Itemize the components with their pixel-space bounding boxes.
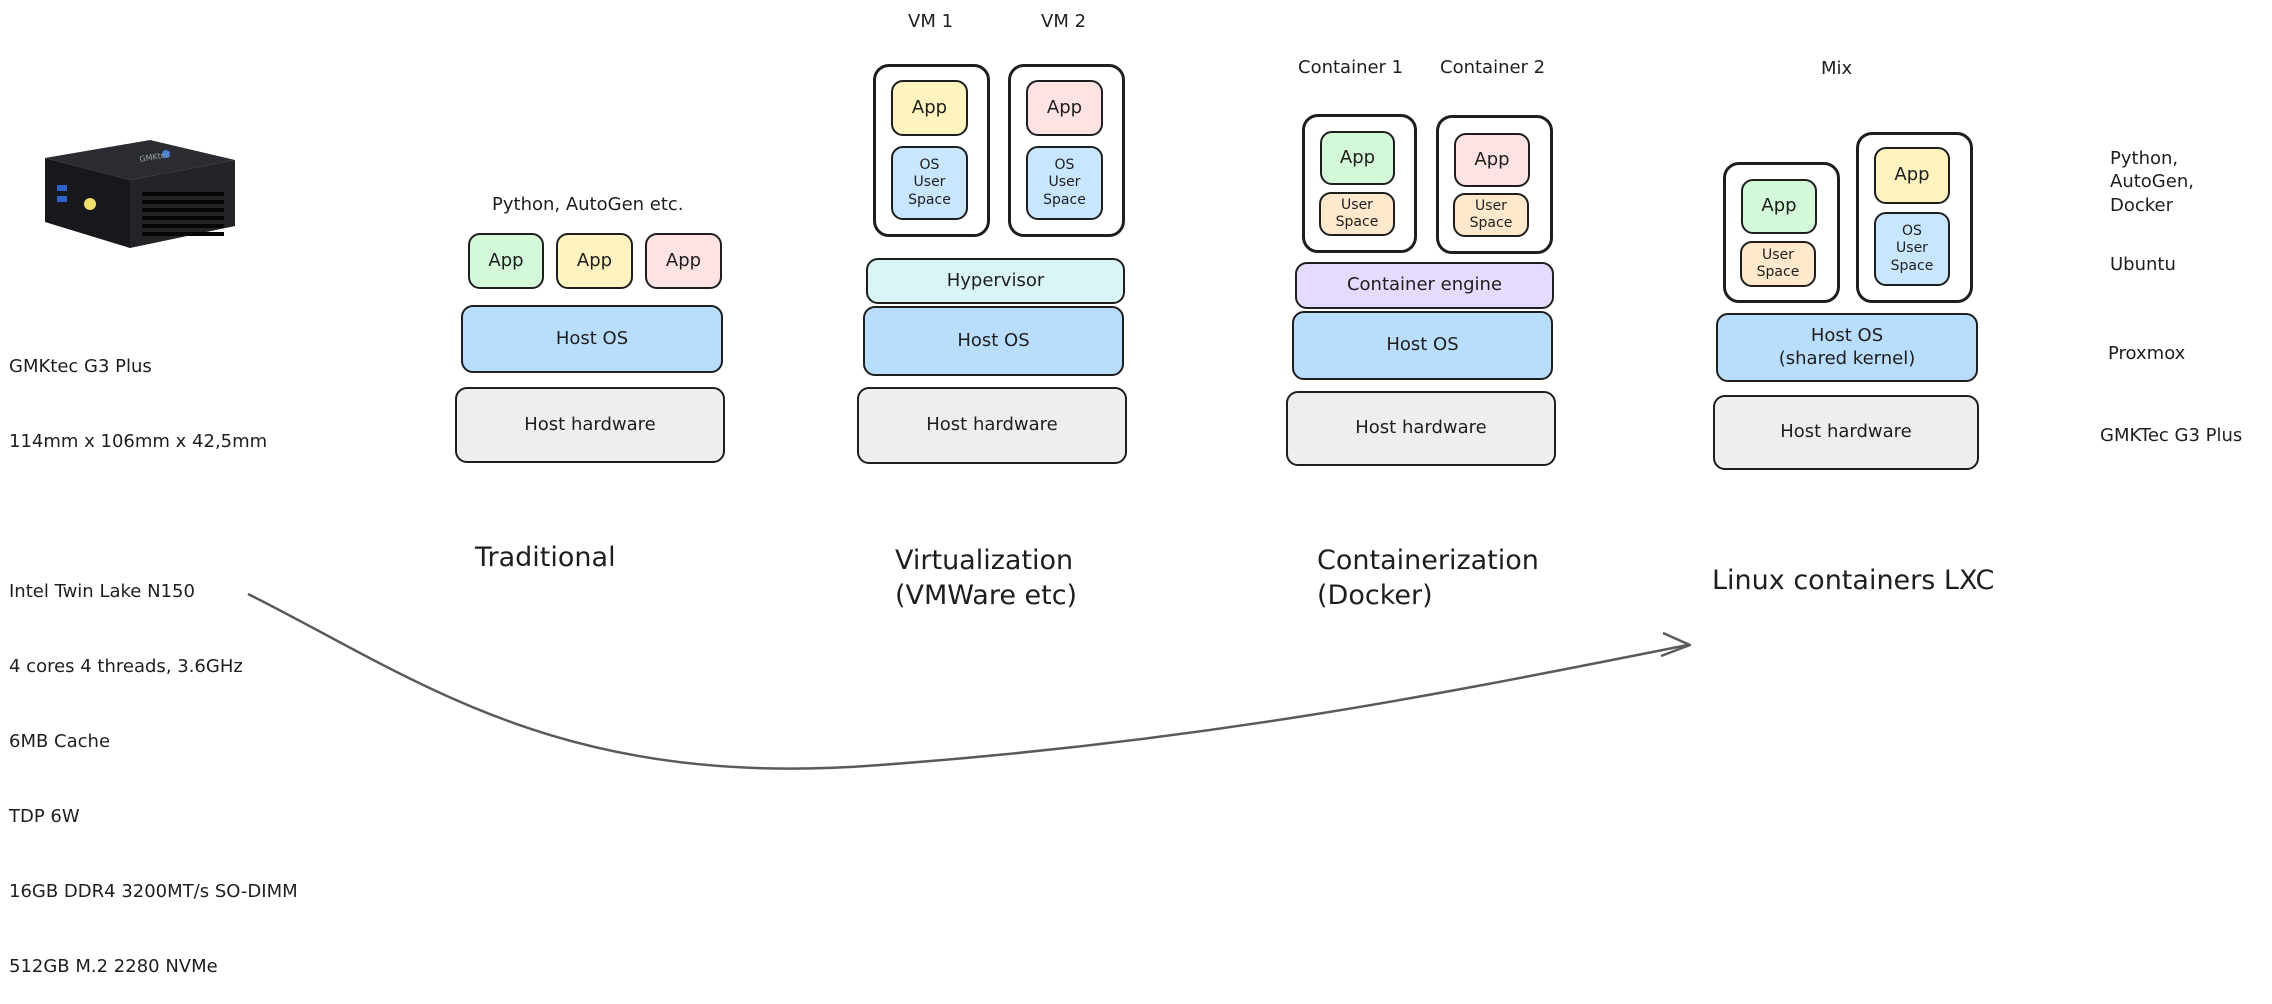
lxc-os-user-space: OS User Space [1874, 212, 1950, 286]
container1-user-space: User Space [1319, 192, 1395, 236]
spec-line: TDP 6W [9, 806, 80, 827]
container2-user-space: User Space [1453, 193, 1529, 237]
containerization-host-os: Host OS [1292, 311, 1553, 380]
progression-arrow [247, 592, 1692, 770]
vm1-os-user-space: OS User Space [891, 146, 968, 220]
side-label-hardware: GMKTec G3 Plus [2100, 425, 2243, 446]
lxc-user-space: User Space [1740, 241, 1816, 287]
spec-line: 4 cores 4 threads, 3.6GHz [9, 656, 243, 677]
traditional-app-box: App [468, 233, 544, 289]
container2-app-box: App [1454, 133, 1530, 187]
virtualization-title: Virtualization (VMWare etc) [895, 545, 1078, 612]
lxc-host-os: Host OS (shared kernel) [1716, 313, 1978, 382]
containerization-title: Containerization (Docker) [1317, 545, 1539, 612]
mini-pc-image: GMKtec [45, 140, 235, 248]
vm2-label: VM 2 [1041, 11, 1087, 32]
vm1-app-box: App [891, 80, 968, 136]
side-label-apps: Python, AutoGen, Docker [2110, 148, 2194, 216]
lxc-app-box: App [1741, 179, 1817, 234]
vm1-label: VM 1 [908, 11, 954, 32]
container-engine-box: Container engine [1295, 262, 1554, 309]
vm2-os-user-space: OS User Space [1026, 146, 1103, 220]
spec-line: GMKtec G3 Plus [9, 356, 152, 377]
traditional-app-box: App [556, 233, 633, 289]
spec-line: 114mm x 106mm x 42,5mm [9, 431, 268, 452]
virtualization-host-os: Host OS [863, 306, 1124, 376]
containerization-host-hardware: Host hardware [1286, 391, 1556, 466]
lxc-host-hardware: Host hardware [1713, 395, 1979, 470]
traditional-title: Traditional [475, 542, 616, 573]
container2-label: Container 2 [1440, 57, 1546, 78]
lxc-vm-app-box: App [1874, 147, 1950, 204]
side-label-proxmox: Proxmox [2108, 343, 2186, 364]
lxc-title: Linux containers LXC [1712, 565, 1995, 596]
hypervisor-box: Hypervisor [866, 258, 1125, 304]
container1-app-box: App [1320, 131, 1395, 185]
side-label-ubuntu: Ubuntu [2110, 254, 2176, 275]
spec-line: 6MB Cache [9, 731, 111, 752]
traditional-host-os: Host OS [461, 305, 723, 373]
traditional-app-box: App [645, 233, 722, 289]
traditional-host-hardware: Host hardware [455, 387, 725, 463]
container1-label: Container 1 [1298, 57, 1404, 78]
traditional-apps-label: Python, AutoGen etc. [492, 194, 684, 215]
vm2-app-box: App [1026, 80, 1103, 136]
mix-label: Mix [1821, 58, 1853, 79]
virtualization-host-hardware: Host hardware [857, 387, 1127, 464]
spec-line: 16GB DDR4 3200MT/s SO-DIMM [9, 881, 298, 902]
spec-line: 512GB M.2 2280 NVMe [9, 956, 218, 977]
spec-line: Intel Twin Lake N150 [9, 581, 195, 602]
